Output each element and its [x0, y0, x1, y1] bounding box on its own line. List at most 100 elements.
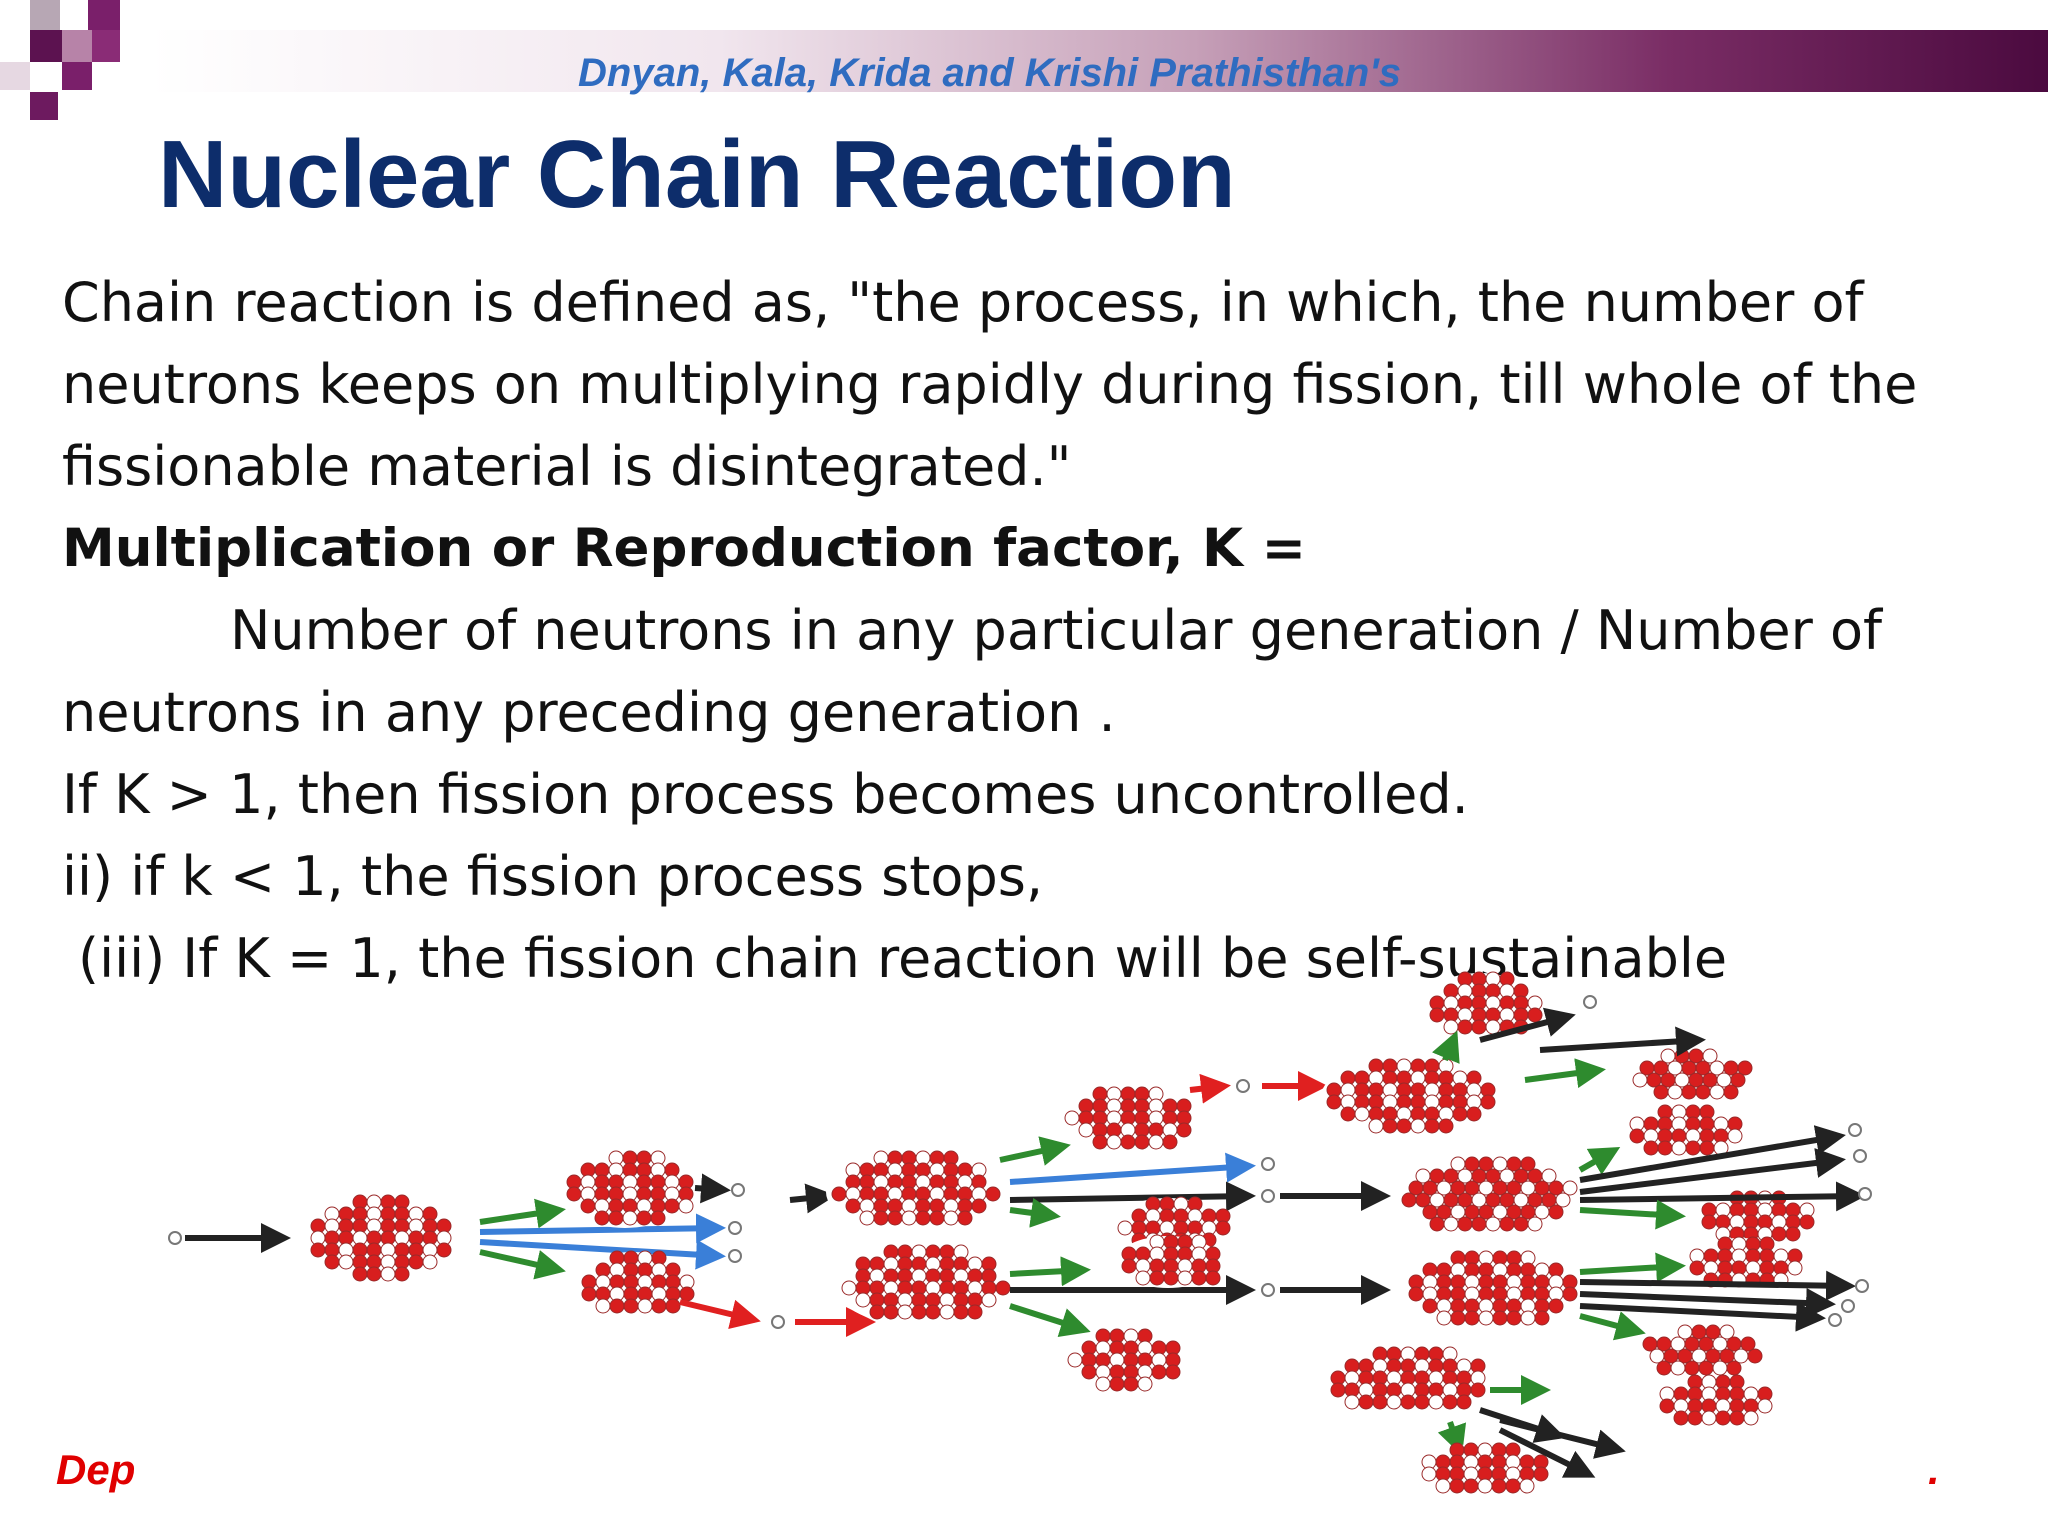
neutron — [1841, 1299, 1855, 1313]
nucleon — [873, 1210, 889, 1226]
nucleon — [324, 1254, 340, 1270]
nucleon — [380, 1266, 396, 1282]
nucleon — [436, 1242, 452, 1258]
corner-decoration — [0, 0, 170, 130]
nucleon — [1092, 1134, 1108, 1150]
neutron-arrow — [1189, 1073, 1231, 1104]
neutron-arrow — [1579, 1270, 1856, 1301]
neutron-arrow — [479, 1249, 566, 1280]
nucleon — [1438, 1118, 1454, 1134]
nucleon — [1452, 1106, 1468, 1122]
nucleon — [1137, 1376, 1153, 1392]
neutron — [728, 1221, 742, 1235]
nucleon — [869, 1304, 885, 1320]
condition-k-greater: If K > 1, then fission process becomes u… — [62, 763, 1469, 826]
nucleon — [883, 1304, 899, 1320]
neutron-arrow — [1579, 1181, 1866, 1212]
nucleon — [939, 1304, 955, 1320]
nucleon — [1450, 1310, 1466, 1326]
nucleon — [1726, 1360, 1742, 1376]
definition-line-1: Chain reaction is defined as, "the proce… — [62, 271, 1864, 334]
nucleon — [1548, 1298, 1564, 1314]
neutron — [1848, 1123, 1862, 1137]
slide-title: Nuclear Chain Reaction — [158, 121, 1236, 228]
nucleon — [1215, 1220, 1231, 1236]
nucleon — [1176, 1122, 1192, 1138]
nucleon — [831, 1186, 847, 1202]
nucleon — [1491, 1478, 1507, 1494]
nucleon — [1787, 1260, 1803, 1276]
footer-left-text: Dep — [56, 1446, 136, 1493]
nucleon — [1436, 1310, 1452, 1326]
nucleon — [1632, 1072, 1648, 1088]
nucleon — [1519, 1478, 1535, 1494]
nucleon — [1747, 1348, 1763, 1364]
neutron-arrow — [479, 1198, 566, 1229]
neutron-arrow — [999, 1136, 1071, 1166]
nucleon — [925, 1304, 941, 1320]
nucleon — [1477, 1478, 1493, 1494]
nucleon — [1151, 1364, 1167, 1380]
nucleon — [915, 1210, 931, 1226]
neutron-arrow — [1579, 1301, 1826, 1332]
nucleon — [1541, 1168, 1557, 1184]
nucleon — [1121, 1258, 1137, 1274]
nucleon — [1701, 1410, 1717, 1426]
nucleon — [1737, 1060, 1753, 1076]
neutron — [1261, 1157, 1275, 1171]
neutron — [1236, 1079, 1250, 1093]
nucleon — [1699, 1140, 1715, 1156]
nucleon — [1727, 1128, 1743, 1144]
nucleon — [1527, 1007, 1543, 1023]
nucleon — [1410, 1118, 1426, 1134]
nucleon — [1520, 1156, 1536, 1172]
neutron-arrow — [789, 1183, 836, 1214]
neutron-arrow — [1009, 1303, 1091, 1337]
nucleon — [422, 1254, 438, 1270]
nucleon — [1695, 1084, 1711, 1100]
nucleon — [1701, 1214, 1717, 1230]
nucleon — [1435, 1478, 1451, 1494]
nucleon — [1163, 1270, 1179, 1286]
nucleon — [1120, 1134, 1136, 1150]
neutron-arrow — [1539, 1026, 1706, 1057]
nucleon — [623, 1298, 639, 1314]
neutron-arrow — [1009, 1197, 1061, 1228]
nucleon — [1382, 1118, 1398, 1134]
nucleon — [1148, 1134, 1164, 1150]
nucleon — [1799, 1214, 1815, 1230]
definition-line-2: neutrons keeps on multiplying rapidly du… — [62, 353, 1918, 416]
nucleon — [1396, 1118, 1412, 1134]
nucleon — [594, 1210, 610, 1226]
nucleon — [1656, 1360, 1672, 1376]
neutron — [771, 1315, 785, 1329]
nucleon — [1555, 1192, 1571, 1208]
nucleon — [1629, 1128, 1645, 1144]
neutron — [728, 1249, 742, 1263]
nucleon — [1670, 1360, 1686, 1376]
nucleon — [1464, 1310, 1480, 1326]
nucleon — [1681, 1084, 1697, 1100]
nucleon — [1354, 1106, 1370, 1122]
nucleon — [1109, 1376, 1125, 1392]
nucleon — [637, 1298, 653, 1314]
nucleon — [1470, 1382, 1486, 1398]
neutron-arrow — [1579, 1288, 1836, 1319]
neutron — [1261, 1189, 1275, 1203]
nucleon — [609, 1298, 625, 1314]
neutron — [168, 1231, 182, 1245]
nucleon — [665, 1298, 681, 1314]
nucleon — [394, 1266, 410, 1282]
nucleon — [1428, 1394, 1444, 1410]
nucleon — [1067, 1352, 1083, 1368]
nucleon — [408, 1254, 424, 1270]
neutron — [1853, 1149, 1867, 1163]
nucleon — [943, 1210, 959, 1226]
nucleon — [957, 1210, 973, 1226]
nucleon — [1064, 1110, 1080, 1126]
nucleon — [1643, 1140, 1659, 1156]
nucleon — [1730, 1072, 1746, 1088]
nucleon — [1191, 1270, 1207, 1286]
nucleon — [338, 1254, 354, 1270]
nucleon — [608, 1210, 624, 1226]
